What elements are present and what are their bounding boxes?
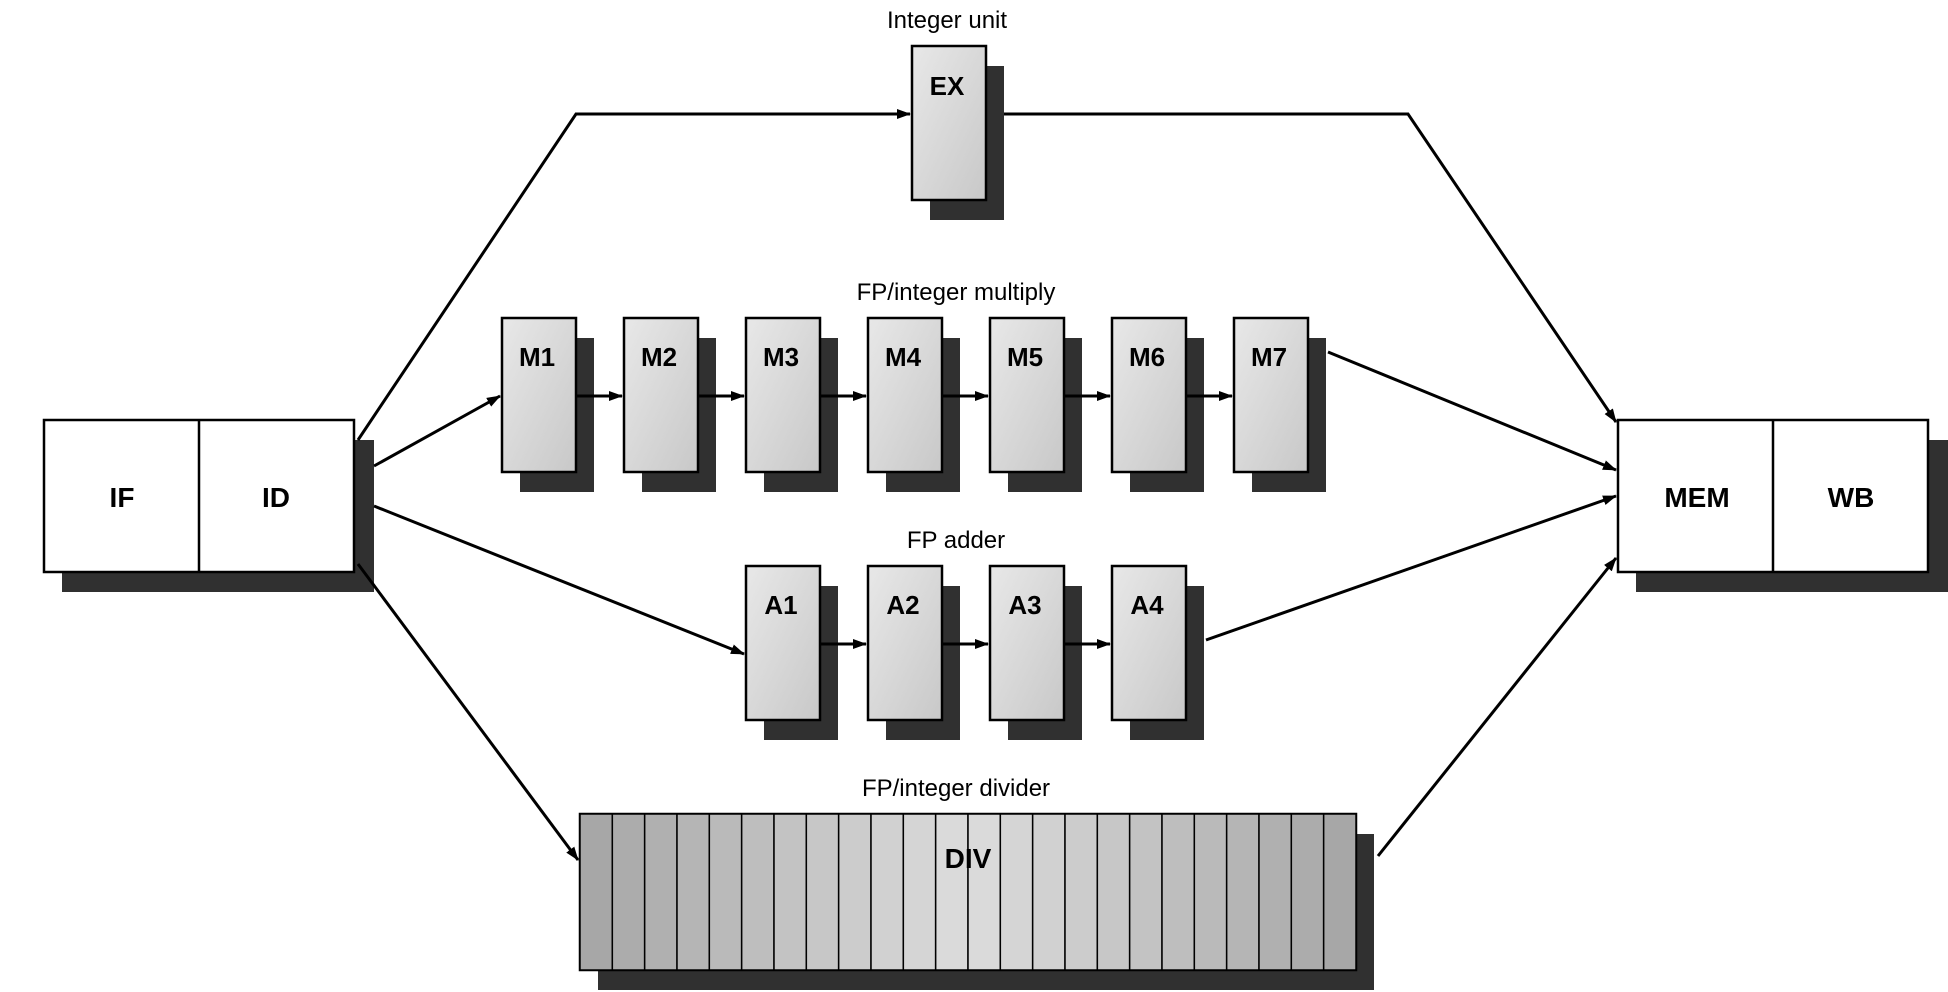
stage-div: DIV	[945, 843, 992, 874]
arrow-ex-to-mem	[1004, 112, 1618, 423]
arrow-id-to-a1	[373, 504, 745, 656]
fp-divider-title: FP/integer divider	[862, 775, 1050, 802]
fp-adder-title: FP adder	[907, 527, 1005, 554]
div-cell	[805, 813, 840, 971]
stage-m6: M6	[1129, 342, 1165, 372]
stage-m3: M3	[763, 342, 799, 372]
div-cell	[1258, 813, 1293, 971]
div-cell	[773, 813, 808, 971]
if-id-block: IF ID	[42, 418, 374, 592]
div-cell	[999, 813, 1034, 971]
div-cell	[1064, 813, 1099, 971]
a2-box	[866, 564, 944, 722]
div-cell	[934, 813, 969, 971]
div-cell	[1225, 813, 1260, 971]
stage-a4: A4	[1130, 590, 1164, 620]
arrow-id-to-m1	[373, 394, 501, 468]
stage-m5: M5	[1007, 342, 1043, 372]
div-cell	[740, 813, 775, 971]
stage-m7: M7	[1251, 342, 1287, 372]
m4-box	[866, 316, 944, 474]
div-cell-dividers	[579, 813, 1357, 971]
div-cell	[676, 813, 711, 971]
a4-box	[1110, 564, 1188, 722]
m6-box	[1110, 316, 1188, 474]
stage-wb: WB	[1828, 482, 1875, 513]
arrow-a4-to-mem	[1205, 494, 1617, 642]
a3-box	[988, 564, 1066, 722]
stage-m4: M4	[885, 342, 922, 372]
stage-a2: A2	[886, 590, 919, 620]
stage-a3: A3	[1008, 590, 1041, 620]
div-cell	[611, 813, 646, 971]
arrow-div-to-mem	[1376, 557, 1618, 857]
connectors	[356, 109, 1618, 861]
div-cell	[1096, 813, 1131, 971]
div-cell	[1128, 813, 1163, 971]
multiply-stages: M1 M2 M3 M4 M5 M6 M7	[500, 316, 1326, 492]
stage-ex: EX	[930, 71, 965, 101]
divider-unit: DIV	[578, 812, 1374, 990]
div-cell	[1161, 813, 1196, 971]
div-cell	[1290, 813, 1325, 971]
div-cell	[708, 813, 743, 971]
div-cell	[643, 813, 678, 971]
stage-m2: M2	[641, 342, 677, 372]
div-cell	[1322, 813, 1357, 971]
arrow-id-to-div	[356, 563, 580, 861]
m5-box	[988, 316, 1066, 474]
div-cell	[967, 813, 1002, 971]
a1-box	[744, 564, 822, 722]
mem-wb-block: MEM WB	[1616, 418, 1948, 592]
ex-stage: EX	[910, 44, 1004, 220]
fp-multiply-title: FP/integer multiply	[857, 279, 1056, 306]
stage-id: ID	[262, 482, 290, 513]
stage-mem: MEM	[1664, 482, 1729, 513]
div-cell	[837, 813, 872, 971]
arrow-id-to-ex	[356, 109, 911, 441]
stage-a1: A1	[764, 590, 797, 620]
adder-stages: A1 A2 A3 A4	[744, 564, 1204, 740]
integer-unit-title: Integer unit	[887, 7, 1007, 34]
div-cell	[579, 813, 614, 971]
stage-m1: M1	[519, 342, 555, 372]
stage-if: IF	[110, 482, 135, 513]
div-cell	[870, 813, 905, 971]
ex-box	[910, 44, 988, 202]
div-cell	[902, 813, 937, 971]
m7-box	[1232, 316, 1310, 474]
arrow-m7-to-mem	[1327, 350, 1617, 472]
div-cell	[1031, 813, 1066, 971]
div-cell	[1193, 813, 1228, 971]
